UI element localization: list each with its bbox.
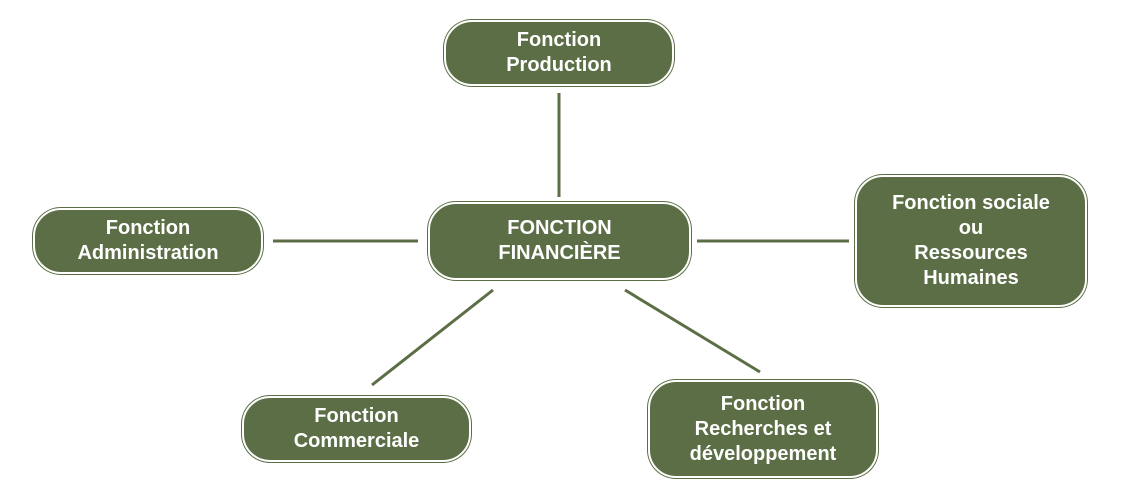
node-label-line: Recherches et <box>694 417 832 440</box>
node-label-line: Commerciale <box>293 430 420 452</box>
node-fonction-sociale: Fonction sociale ou Ressources Humaines <box>855 175 1087 307</box>
node-fonction-recherche: Fonction Recherches et développement <box>648 380 878 478</box>
node-label-line: Humaines <box>923 267 1019 289</box>
node-fonction-production: Fonction Production <box>444 20 674 86</box>
node-label-line: Fonction <box>105 217 191 239</box>
node-label-line: FINANCIÈRE <box>498 242 621 264</box>
node-label-line: Fonction <box>314 405 399 427</box>
node-label-line: Production <box>506 54 612 76</box>
node-label-line: Fonction <box>720 392 806 415</box>
connector-commerciale <box>371 288 494 387</box>
node-label-line: FONCTION <box>507 217 612 239</box>
node-fonction-commerciale: Fonction Commerciale <box>242 396 471 462</box>
connector-recherche <box>624 288 761 374</box>
node-label-line: ou <box>958 217 984 239</box>
node-fonction-administration: Fonction Administration <box>33 208 263 274</box>
node-label-line: Fonction <box>516 29 602 51</box>
node-fonction-financiere: FONCTION FINANCIÈRE <box>428 202 691 280</box>
node-label-line: développement <box>689 442 837 465</box>
node-label-line: Fonction sociale <box>892 192 1050 214</box>
node-label-line: Ressources <box>914 242 1028 264</box>
node-label-line: Administration <box>77 242 219 264</box>
